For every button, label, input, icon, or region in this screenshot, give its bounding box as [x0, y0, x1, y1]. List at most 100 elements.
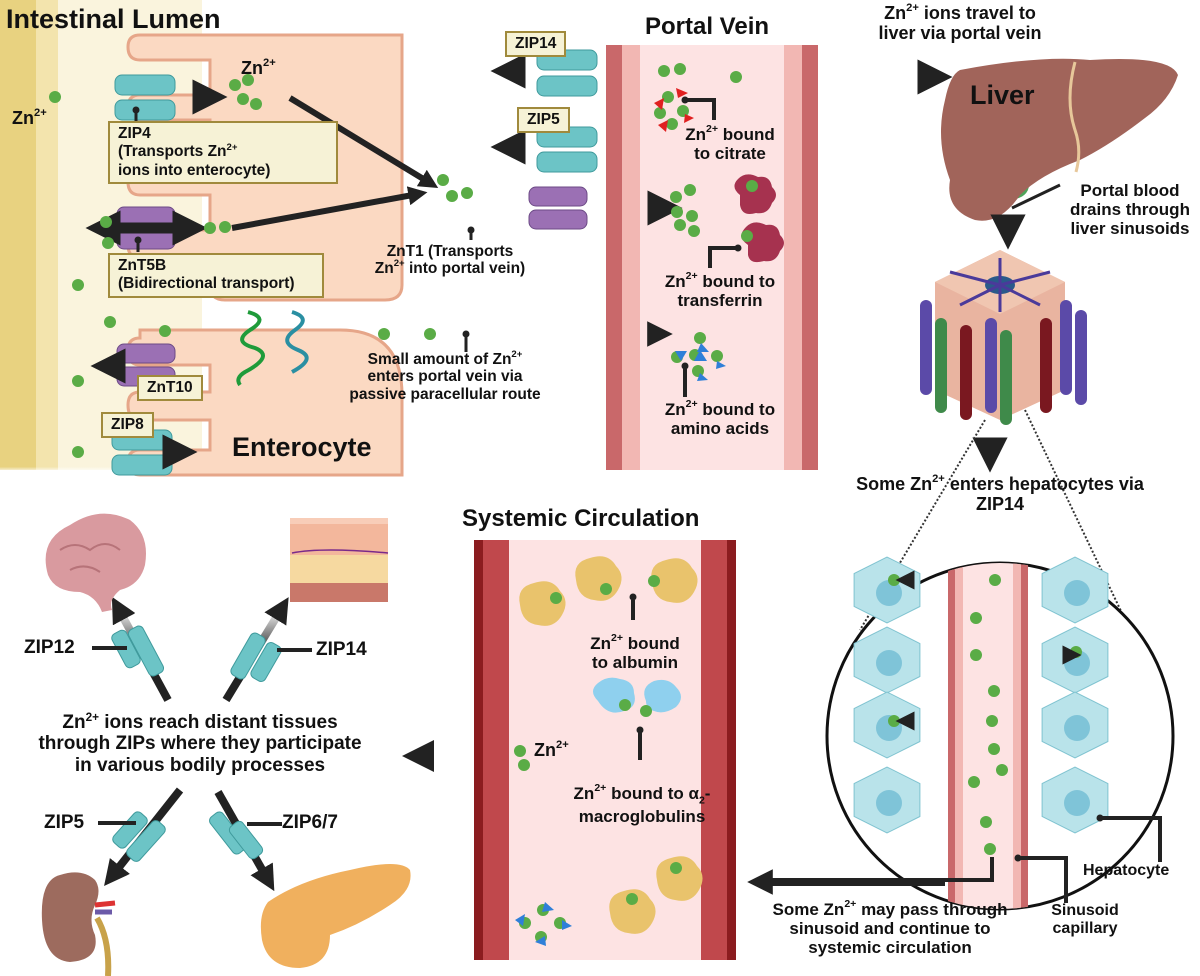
znt1-transporter	[528, 186, 588, 230]
albumin-proteins	[519, 556, 703, 934]
pass-through-label: Some Zn2+ may pass through sinusoid and …	[772, 898, 1008, 958]
sinusoid-capillary-label: Sinusoid capillary	[1051, 902, 1119, 937]
zinc-ion	[670, 862, 682, 874]
amino-acid-label: Zn2+ bound to amino acids	[664, 398, 776, 439]
kidney-icon	[41, 872, 116, 976]
zoom-lines	[859, 409, 1131, 631]
zinc-ion	[671, 206, 683, 218]
zinc-ions-enterocyte	[49, 63, 742, 458]
lobule-vessel	[920, 300, 932, 395]
zinc-ion	[600, 583, 612, 595]
zinc-ion	[989, 574, 1001, 586]
znt5b-name: ZnT5B	[118, 257, 167, 274]
free-zinc-label: Zn2+	[534, 739, 569, 760]
amino-acid-complexes	[671, 332, 726, 381]
lobule-vessel	[1060, 300, 1072, 395]
zinc-ion	[229, 79, 241, 91]
lobule-vessel	[1040, 318, 1052, 413]
albumin-protein	[609, 889, 656, 934]
zoom-pointers	[940, 816, 1162, 903]
liver-lobule	[920, 250, 1087, 425]
brain-icon	[45, 513, 146, 612]
zinc-ion	[984, 843, 996, 855]
hepatocyte-label: Hepatocyte	[1083, 862, 1170, 879]
tissue-skin-transporter: ZIP14	[316, 639, 367, 660]
zinc-ion	[980, 816, 992, 828]
albumin-protein	[651, 558, 698, 603]
zinc-ion	[219, 221, 231, 233]
systemic-vessel	[474, 540, 736, 960]
transferrin-proteins	[734, 174, 784, 263]
zinc-ion	[888, 715, 900, 727]
znt5b-description: (Bidirectional transport)	[118, 275, 295, 293]
tight-junction-proteins	[236, 310, 309, 387]
zinc-ion	[446, 190, 458, 202]
zinc-ion	[674, 63, 686, 75]
zip4-name: ZIP4	[118, 125, 151, 142]
enterocyte-title: Enterocyte	[232, 432, 372, 462]
znt1-description: ZnT1 (Transports Zn2+ into portal vein)	[374, 243, 526, 278]
tissue-pancreas-transporter: ZIP6/7	[282, 812, 338, 833]
lobule-vessel	[1000, 330, 1012, 425]
lobule-vessel	[960, 325, 972, 420]
lobule-vessel	[985, 318, 997, 413]
zinc-ion	[996, 764, 1008, 776]
citrate-complexes	[654, 88, 694, 132]
drain-pointer	[1011, 183, 1061, 210]
zinc-ion	[72, 446, 84, 458]
lumen-zinc-label: Zn2+	[12, 107, 47, 128]
citrate-label: Zn2+ bound to citrate	[685, 123, 775, 164]
zinc-ion	[104, 316, 116, 328]
liver-organ	[941, 58, 1178, 221]
zinc-ion	[686, 210, 698, 222]
enterocyte-zinc-label: Zn2+	[241, 57, 276, 78]
albumin-protein	[656, 856, 703, 901]
zinc-ion	[237, 93, 249, 105]
lobule-vessel	[1075, 310, 1087, 405]
travel-to-liver-label: Zn2+ ions travel to liver via portal vei…	[878, 2, 1042, 44]
tissue-kidney-transporter: ZIP5	[44, 812, 85, 833]
systemic-amino-acids	[515, 902, 572, 946]
hepatocyte-nucleus	[1064, 715, 1090, 741]
zinc-ion	[102, 237, 114, 249]
zinc-ion	[461, 187, 473, 199]
zinc-ion	[674, 219, 686, 231]
zinc-ion	[658, 65, 670, 77]
intestinal-lumen-title: Intestinal Lumen	[6, 4, 221, 34]
zinc-ion	[988, 685, 1000, 697]
zinc-ion	[72, 279, 84, 291]
zinc-ion	[730, 71, 742, 83]
zinc-ion	[49, 91, 61, 103]
hepatocyte-nucleus	[876, 790, 902, 816]
hepatocyte-nucleus	[1064, 580, 1090, 606]
znt5b-callout: ZnT5B (Bidirectional transport)	[108, 253, 324, 298]
free-zinc-ion	[518, 759, 530, 771]
zinc-ion	[968, 776, 980, 788]
zinc-ion	[100, 216, 112, 228]
zinc-ion	[688, 225, 700, 237]
zinc-ion	[159, 325, 171, 337]
hepatocyte-nucleus	[1064, 790, 1090, 816]
tissue-transporters	[111, 625, 282, 862]
enterocyte-arrows	[75, 53, 953, 470]
zip8-label: ZIP8	[101, 412, 154, 439]
zinc-ion	[72, 375, 84, 387]
zinc-ion	[378, 328, 390, 340]
zinc-ion	[670, 191, 682, 203]
zinc-ion	[970, 612, 982, 624]
zinc-ion	[424, 328, 436, 340]
zinc-ion	[204, 222, 216, 234]
free-zinc-ion	[514, 745, 526, 757]
pancreas-icon	[260, 864, 411, 968]
zip14-label: ZIP14	[505, 31, 567, 58]
zinc-ion	[648, 575, 660, 587]
zinc-ion	[437, 174, 449, 186]
enters-hepatocytes-label: Some Zn2+ enters hepatocytes via ZIP14	[856, 473, 1144, 515]
sinusoid-zoom-circle	[825, 556, 1175, 911]
paracellular-description: Small amount of Zn2+ enters portal vein …	[349, 349, 541, 403]
portal-drain-label: Portal blood drains through liver sinuso…	[1070, 181, 1190, 239]
tissue-brain-transporter: ZIP12	[24, 637, 75, 658]
zip4-description: (Transports Zn2+	[118, 142, 238, 161]
distant-tissues-label: Zn2+ ions reach distant tissues through …	[38, 711, 362, 776]
